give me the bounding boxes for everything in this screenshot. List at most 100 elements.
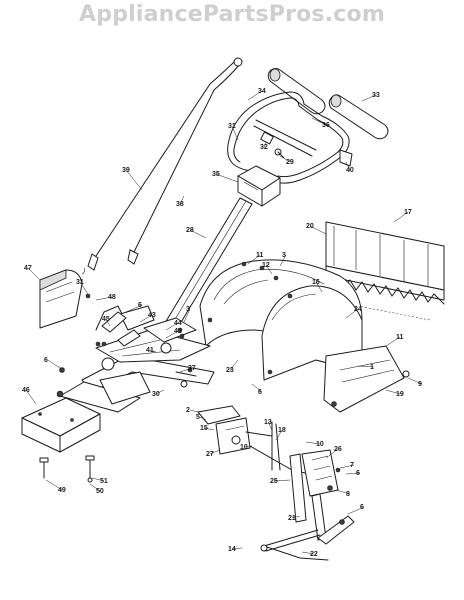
callout-leader-17 xyxy=(393,211,409,223)
callout-leader-48 xyxy=(95,296,113,301)
callout-leader-43 xyxy=(139,314,153,323)
callout-6e: 6 xyxy=(360,504,364,511)
callout-36: 36 xyxy=(322,122,330,129)
callout-leader-6e xyxy=(347,506,365,515)
callout-46: 46 xyxy=(22,387,30,394)
callout-47: 47 xyxy=(24,265,32,272)
side-hardware xyxy=(59,261,279,373)
callout-leader-10b xyxy=(243,445,253,448)
callout-1: 1 xyxy=(370,364,374,371)
callout-leader-24 xyxy=(345,308,359,319)
callout-leader-18 xyxy=(275,429,283,441)
watermark-text: AppliancePartsPros.com xyxy=(79,2,385,27)
callout-leader-51 xyxy=(91,477,105,482)
belt-cover-47 xyxy=(39,269,83,329)
callout-6b: 6 xyxy=(44,357,48,364)
callout-leader-11a xyxy=(247,254,261,265)
callout-leader-6a xyxy=(125,304,143,313)
callout-34: 34 xyxy=(258,88,266,95)
callout-10a: 10 xyxy=(316,441,324,448)
callout-leader-28 xyxy=(189,229,207,239)
callout-28: 28 xyxy=(186,227,194,234)
callout-leader-16 xyxy=(315,281,323,293)
callout-leader-25 xyxy=(273,479,291,482)
callout-6d: 6 xyxy=(356,470,360,477)
callout-leader-7 xyxy=(339,464,355,469)
callout-23: 23 xyxy=(226,367,234,374)
callout-leader-36 xyxy=(311,117,327,126)
callout-19: 19 xyxy=(396,391,404,398)
front-weight-46 xyxy=(21,390,101,453)
callout-44: 44 xyxy=(174,320,182,327)
callout-leader-10a xyxy=(305,441,321,445)
callout-3a: 3 xyxy=(282,252,286,259)
callout-leader-1 xyxy=(357,365,375,368)
callout-20: 20 xyxy=(306,223,314,230)
callout-leader-45 xyxy=(105,318,111,327)
callout-29: 29 xyxy=(286,159,294,166)
callout-leader-49 xyxy=(45,479,63,491)
callout-40: 40 xyxy=(346,167,354,174)
callout-leader-8 xyxy=(335,489,351,495)
callout-leader-38 xyxy=(179,195,185,205)
callout-11a: 11 xyxy=(256,252,264,259)
lever-rod-22 xyxy=(260,529,329,561)
callout-3b: 3 xyxy=(186,306,190,313)
callout-50: 50 xyxy=(96,488,104,495)
callout-37: 37 xyxy=(188,365,196,372)
callout-leader-27 xyxy=(209,449,221,455)
callout-leader-37 xyxy=(179,367,193,373)
callout-leader-42 xyxy=(165,330,179,339)
callout-leader-14 xyxy=(231,547,243,550)
callout-leader-23 xyxy=(229,359,239,371)
control-cables xyxy=(81,57,243,275)
callout-2: 2 xyxy=(186,407,190,414)
callout-9: 9 xyxy=(418,381,422,388)
callout-leader-6c xyxy=(251,383,263,393)
callout-leader-34 xyxy=(247,90,263,101)
callout-13: 13 xyxy=(264,419,272,426)
callout-leader-32 xyxy=(263,141,267,148)
callout-5: 5 xyxy=(196,414,200,421)
callout-8: 8 xyxy=(346,491,350,498)
callout-leader-31a xyxy=(231,125,239,141)
transmission-frame xyxy=(59,305,215,413)
callout-14: 14 xyxy=(228,546,236,553)
callout-7: 7 xyxy=(350,462,354,469)
callout-43: 43 xyxy=(148,312,156,319)
callout-6a: 6 xyxy=(138,302,142,309)
callout-leader-39 xyxy=(125,169,143,191)
handle-grip-left xyxy=(267,68,326,115)
callout-49: 49 xyxy=(58,487,66,494)
callout-12: 12 xyxy=(262,262,270,269)
callout-leader-44 xyxy=(165,322,179,331)
callout-leader-2 xyxy=(189,409,199,413)
callout-leader-30 xyxy=(155,389,165,395)
callout-30: 30 xyxy=(152,391,160,398)
handlebar-assembly xyxy=(227,91,353,184)
callout-24: 24 xyxy=(354,306,362,313)
callout-leader-12 xyxy=(265,264,273,275)
callout-leader-21 xyxy=(291,515,301,519)
callout-leader-3b xyxy=(183,308,191,323)
callout-32: 32 xyxy=(260,144,268,151)
callout-31b: 31 xyxy=(76,279,84,286)
callout-21: 21 xyxy=(288,515,296,522)
callout-leader-29 xyxy=(279,155,291,163)
callout-39: 39 xyxy=(122,167,130,174)
depth-plate-19 xyxy=(323,345,410,413)
callout-leader-5 xyxy=(199,416,207,421)
callout-leader-13 xyxy=(267,421,273,431)
callout-leader-33 xyxy=(361,94,377,102)
callout-leader-20 xyxy=(309,225,327,235)
callout-6c: 6 xyxy=(258,389,262,396)
callout-leader-50 xyxy=(89,483,101,492)
callout-18: 18 xyxy=(278,427,286,434)
callout-leader-3a xyxy=(279,254,287,267)
callout-35: 35 xyxy=(212,171,220,178)
hardware-bolts xyxy=(39,455,95,483)
callout-leader-19 xyxy=(385,389,401,395)
callout-leader-41 xyxy=(149,349,157,353)
